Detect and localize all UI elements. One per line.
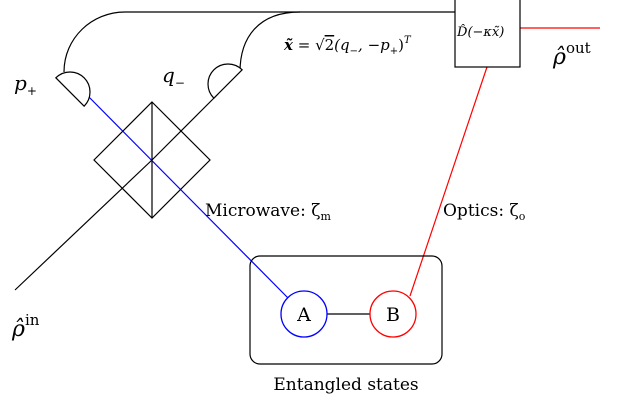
- label-optics: Optics: ζo: [443, 201, 526, 223]
- displacement-box: [454, 0, 521, 68]
- label-q-minus: q−: [162, 63, 185, 90]
- feedforward-cable: [63, 11, 455, 73]
- entangled-states-box: [249, 255, 443, 365]
- detector-q-cable: [239, 11, 301, 73]
- label-displacement: D̂(−κx̃): [456, 24, 504, 40]
- node-a-circle: [280, 290, 328, 338]
- label-entangled-states: Entangled states: [273, 375, 418, 395]
- node-a-label: A: [296, 304, 311, 326]
- label-microwave: Microwave: ζm: [205, 201, 331, 223]
- detector-q-minus: [207, 63, 243, 99]
- microwave-beam: [81, 89, 291, 301]
- beam-splitter: [93, 101, 211, 219]
- node-b-label: B: [386, 304, 400, 326]
- label-rho-in: ρ̂in: [11, 311, 40, 342]
- label-p-plus: p+: [14, 71, 37, 98]
- beam-to-q-detector: [151, 93, 219, 161]
- label-x-definition: x̃ = √2(q−, −p+)T: [283, 35, 412, 57]
- input-beam: [14, 159, 153, 291]
- node-b-circle: [369, 290, 417, 338]
- detector-p-plus: [55, 71, 91, 107]
- label-rho-out: ρ̂out: [552, 39, 591, 70]
- optics-beam: [409, 66, 488, 297]
